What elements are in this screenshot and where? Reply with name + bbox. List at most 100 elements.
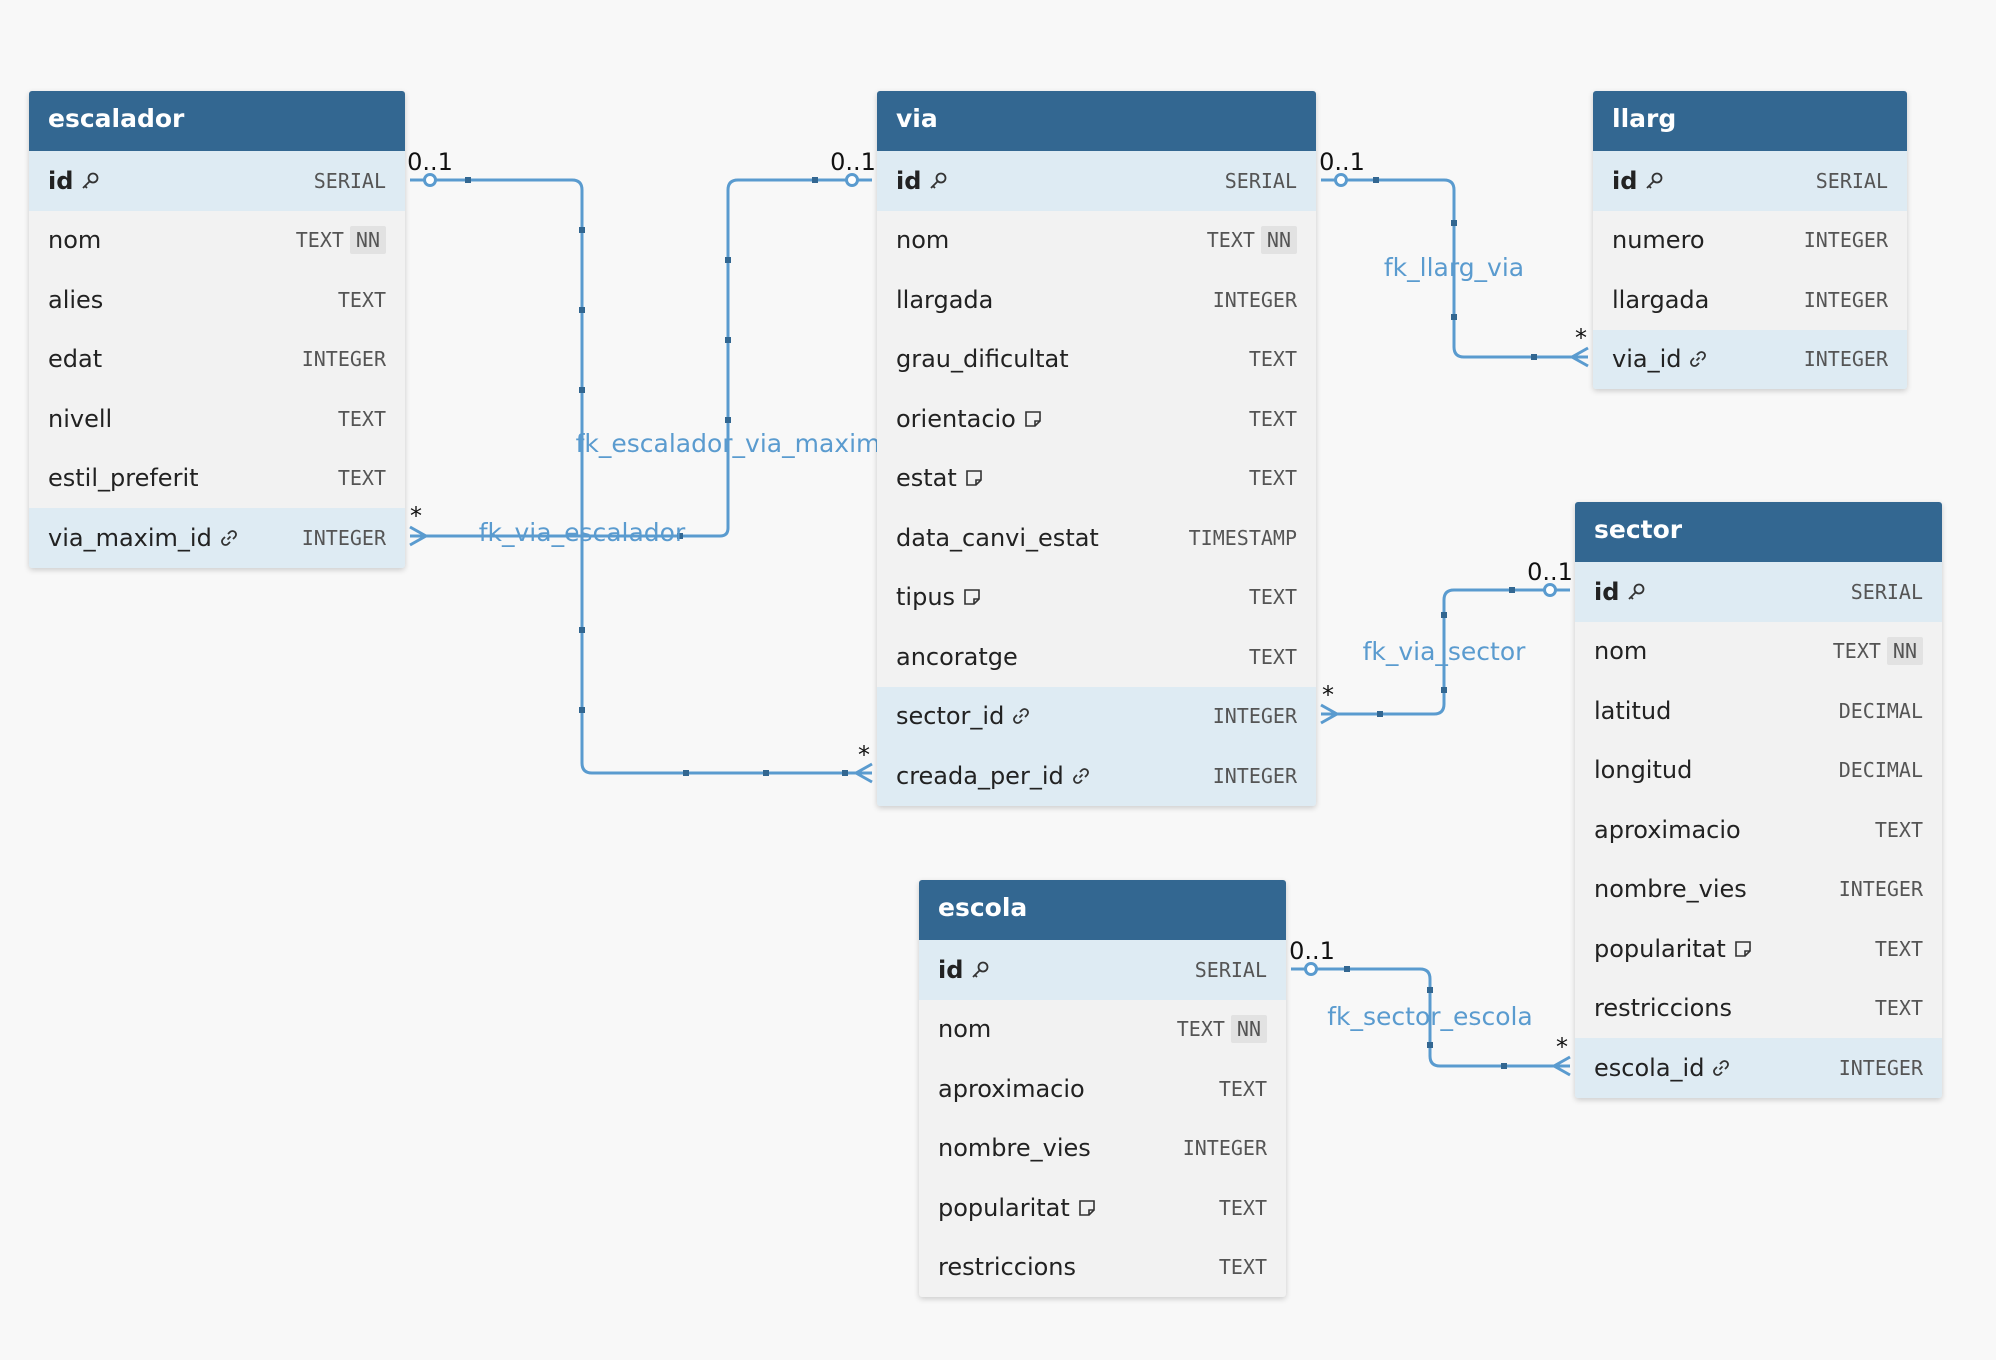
relation-label: fk_via_escalador [479, 518, 686, 547]
link-icon [1711, 1058, 1731, 1078]
column-name: orientacio [896, 404, 1016, 433]
bend-handle [579, 707, 585, 713]
column-row[interactable]: restriccions TEXT [919, 1238, 1286, 1298]
not-null-badge: NN [1886, 637, 1923, 666]
column-row[interactable]: estil_preferit TEXT [29, 449, 405, 509]
cardinality-one: 0..1 [407, 148, 453, 176]
column-type: TEXT [1218, 1076, 1267, 1101]
table-title[interactable]: sector [1575, 502, 1942, 562]
column-name: id [1612, 166, 1638, 195]
bend-handle [1373, 177, 1379, 183]
bend-handle [725, 417, 731, 423]
column-type: TEXT [337, 406, 386, 431]
bend-handle [1501, 1063, 1507, 1069]
column-name-group: data_canvi_estat [896, 524, 1099, 552]
column-name-group: nom [896, 226, 949, 254]
table-title[interactable]: via [877, 91, 1316, 151]
column-type: SERIAL [313, 168, 386, 193]
cardinality-one: 0..1 [1527, 558, 1573, 586]
column-row[interactable]: via_maxim_id INTEGER [29, 508, 405, 568]
link-icon [1071, 766, 1091, 786]
crow-foot-marker [1553, 1055, 1571, 1077]
relation-fk_llarg_via: 0..1*fk_llarg_via [1319, 148, 1589, 368]
table-title[interactable]: escola [919, 880, 1286, 940]
cardinality-many: * [410, 502, 422, 530]
column-name: restriccions [938, 1253, 1077, 1282]
table-title[interactable]: escalador [29, 91, 405, 151]
column-name-group: nombre_vies [938, 1134, 1091, 1162]
column-meta: INTEGER [1839, 1056, 1923, 1080]
column-type: INTEGER [301, 525, 386, 550]
table-title[interactable]: llarg [1593, 91, 1907, 151]
link-icon [219, 528, 239, 548]
column-name-group: nom [48, 226, 101, 254]
column-meta: DECIMAL [1839, 699, 1923, 723]
column-meta: INTEGER [1213, 764, 1297, 788]
column-type: TEXT [1874, 996, 1923, 1021]
column-meta: INTEGER [1213, 704, 1297, 728]
column-type: TEXT [337, 287, 386, 312]
column-name-group: via_maxim_id [48, 524, 239, 552]
column-name: nombre_vies [1594, 875, 1747, 904]
column-name-group: id [938, 956, 990, 984]
relation-line [410, 178, 872, 775]
column-name: estil_preferit [48, 464, 199, 493]
crow-foot-marker [855, 762, 873, 784]
key-icon [928, 171, 948, 191]
bend-handle [1344, 966, 1350, 972]
column-type: TEXT [337, 466, 386, 491]
column-type: INTEGER [1212, 763, 1297, 788]
bend-handle [579, 627, 585, 633]
relation-label: fk_escalador_via_maxim [576, 429, 881, 458]
column-name-group: llargada [1612, 286, 1709, 314]
crow-foot-marker [1571, 346, 1589, 368]
column-name-group: grau_dificultat [896, 345, 1069, 373]
column-type: TEXT [1218, 1255, 1267, 1280]
column-type: TEXT [1248, 585, 1297, 610]
column-meta: TEXT [1219, 1077, 1267, 1101]
column-type: INTEGER [301, 347, 386, 372]
column-meta: TEXT [1249, 585, 1297, 609]
